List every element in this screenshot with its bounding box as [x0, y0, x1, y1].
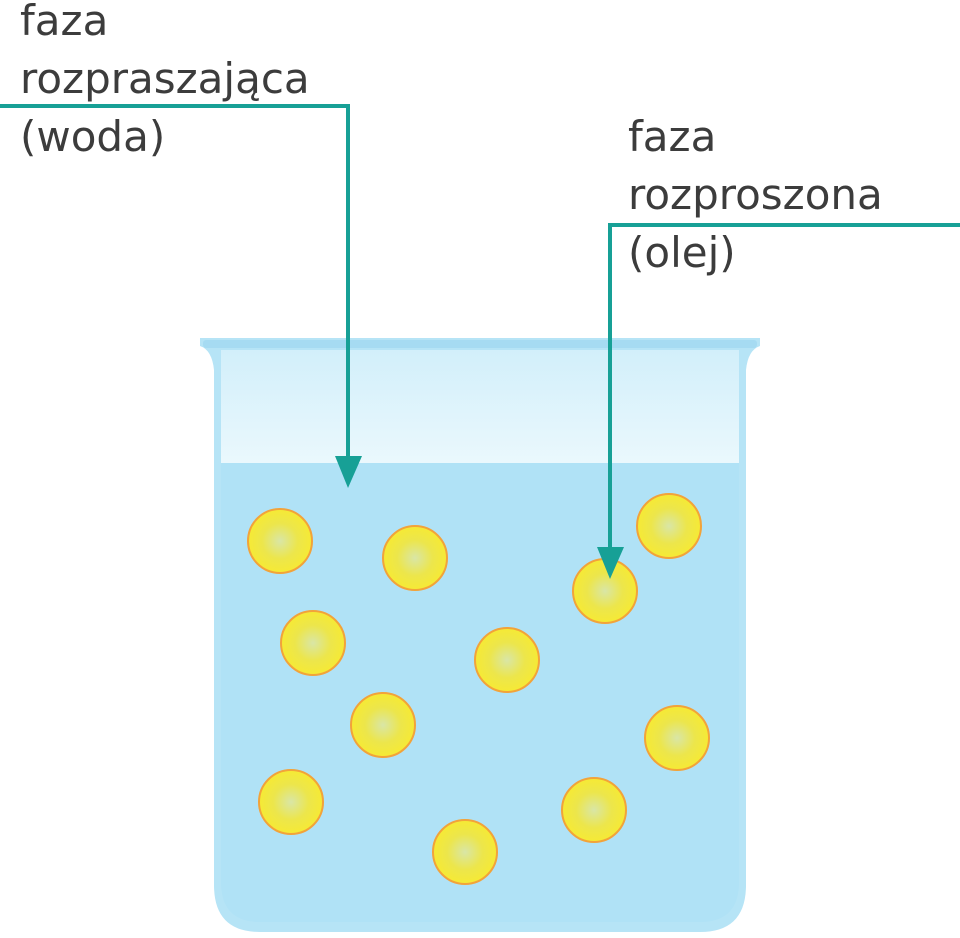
oil-droplet — [474, 627, 540, 693]
beaker-air-space — [221, 350, 739, 463]
oil-droplet — [432, 819, 498, 885]
oil-droplets — [247, 493, 710, 885]
oil-droplet — [258, 769, 324, 835]
oil-droplet — [382, 525, 448, 591]
label-dispersing-phase: faza rozpraszająca (woda) — [20, 0, 310, 166]
arrowhead-dispersed-phase — [597, 547, 624, 579]
oil-droplet — [350, 692, 416, 758]
pointer-dispersed-phase — [608, 223, 960, 553]
label-dispersed-line1: faza — [628, 112, 717, 161]
beaker-rim — [203, 340, 757, 348]
label-dispersing-line3: (woda) — [20, 112, 166, 161]
oil-droplet — [280, 610, 346, 676]
label-dispersed-line3: (olej) — [628, 228, 736, 277]
oil-droplet — [636, 493, 702, 559]
oil-droplet — [644, 705, 710, 771]
label-dispersed-phase: faza rozproszona (olej) — [628, 108, 883, 282]
oil-droplet — [247, 508, 313, 574]
oil-droplet — [561, 777, 627, 843]
oil-droplet — [572, 558, 638, 624]
label-dispersing-line2: rozpraszająca — [20, 54, 310, 103]
arrowhead-dispersing-phase — [335, 456, 362, 488]
label-dispersing-line1: faza — [20, 0, 109, 45]
label-dispersed-line2: rozproszona — [628, 170, 883, 219]
pointer-dispersing-phase — [0, 104, 350, 462]
